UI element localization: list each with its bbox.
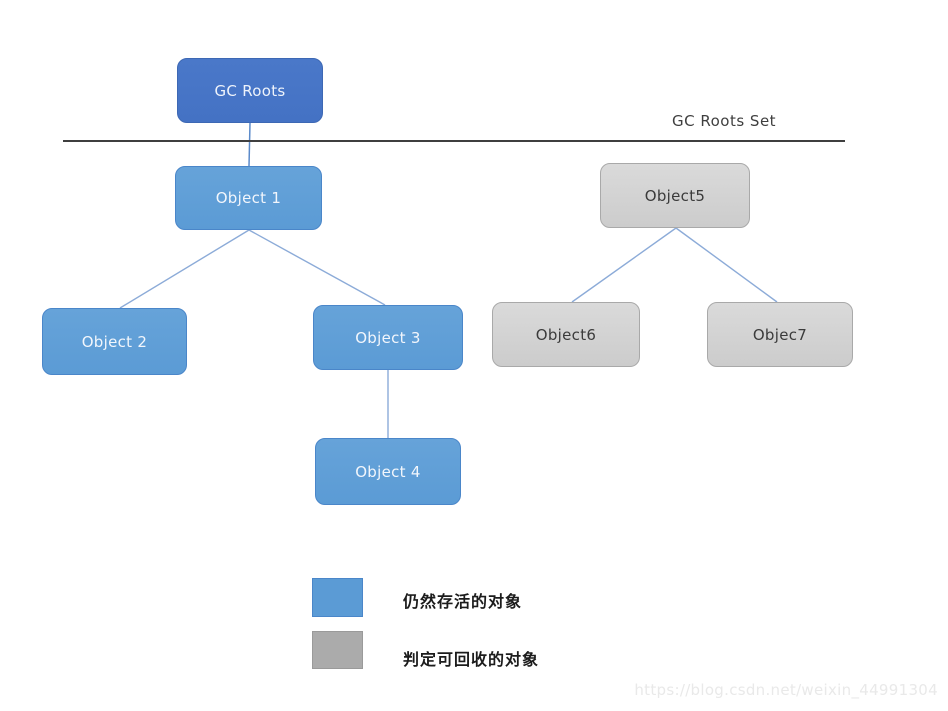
- legend-recyclable-swatch: [312, 631, 363, 669]
- legend-recyclable-label: 判定可回收的对象: [403, 650, 540, 669]
- node-gc-roots: GC Roots: [177, 58, 323, 123]
- node-object1: Object 1: [175, 166, 322, 230]
- gc-roots-set-label: GC Roots Set: [672, 112, 777, 130]
- node-object7-label: Objec7: [752, 325, 808, 344]
- edge-object1-object3: [248, 229, 386, 306]
- edge-object5-object6: [571, 227, 677, 303]
- node-object2-label: Object 2: [81, 332, 148, 351]
- node-object3: Object 3: [313, 305, 463, 370]
- node-object3-label: Object 3: [355, 328, 421, 347]
- node-gc-roots-label: GC Roots: [214, 81, 286, 100]
- node-object4: Object 4: [315, 438, 461, 505]
- edge-object1-object2: [119, 229, 250, 309]
- node-object4-label: Object 4: [355, 462, 421, 481]
- edge-gcroots-object1: [248, 122, 251, 167]
- watermark-url: https://blog.csdn.net/weixin_44991304: [634, 681, 938, 699]
- node-object7: Objec7: [707, 302, 853, 367]
- legend-alive-swatch: [312, 578, 363, 617]
- node-object6-label: Object6: [535, 325, 597, 344]
- node-object6: Object6: [492, 302, 640, 367]
- node-object5: Object5: [600, 163, 750, 228]
- node-object5-label: Object5: [644, 186, 706, 205]
- node-object1-label: Object 1: [215, 189, 282, 207]
- legend-alive-label: 仍然存活的对象: [403, 592, 523, 611]
- edge-object5-object7: [675, 227, 778, 303]
- node-object2: Object 2: [42, 308, 187, 375]
